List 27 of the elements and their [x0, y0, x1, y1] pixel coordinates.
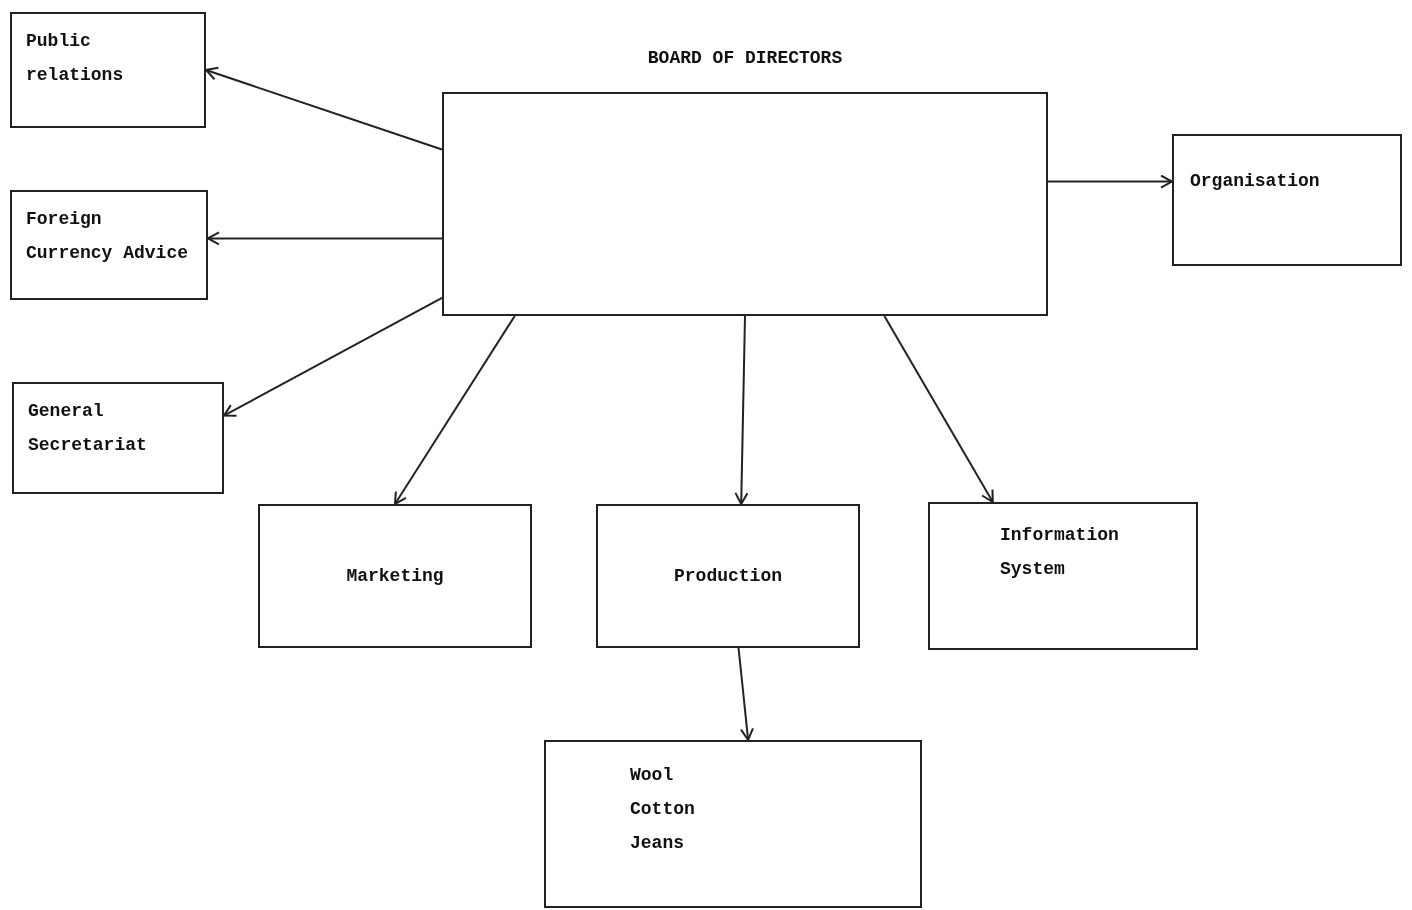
box-label: Production	[674, 564, 782, 588]
arrow	[223, 296, 443, 417]
department-box	[10, 190, 208, 300]
arrow	[207, 231, 443, 246]
department-box	[12, 382, 224, 494]
box-label: Marketing	[346, 564, 444, 588]
box-label: Public relations	[26, 30, 125, 88]
arrow	[737, 647, 754, 741]
arrow	[734, 315, 749, 505]
box-label: Cotton	[630, 798, 695, 822]
arrow	[1047, 174, 1173, 189]
department-box	[1172, 134, 1402, 266]
department-box	[544, 740, 922, 908]
box-label: Jeans	[630, 832, 684, 856]
box-label: General Secretariat	[28, 400, 148, 458]
arrow	[394, 315, 516, 505]
arrow	[883, 315, 994, 503]
board-title: BOARD OF DIRECTORS	[647, 48, 843, 68]
department-box	[596, 504, 860, 648]
department-box	[928, 502, 1198, 650]
box-label: Information System	[1000, 524, 1120, 582]
department-box	[10, 12, 206, 128]
arrow	[205, 66, 443, 151]
department-box	[258, 504, 532, 648]
box-label: Organisation	[1190, 170, 1320, 193]
box-label: Wool	[630, 764, 674, 787]
box-label: Foreign Currency Advice	[26, 208, 190, 266]
